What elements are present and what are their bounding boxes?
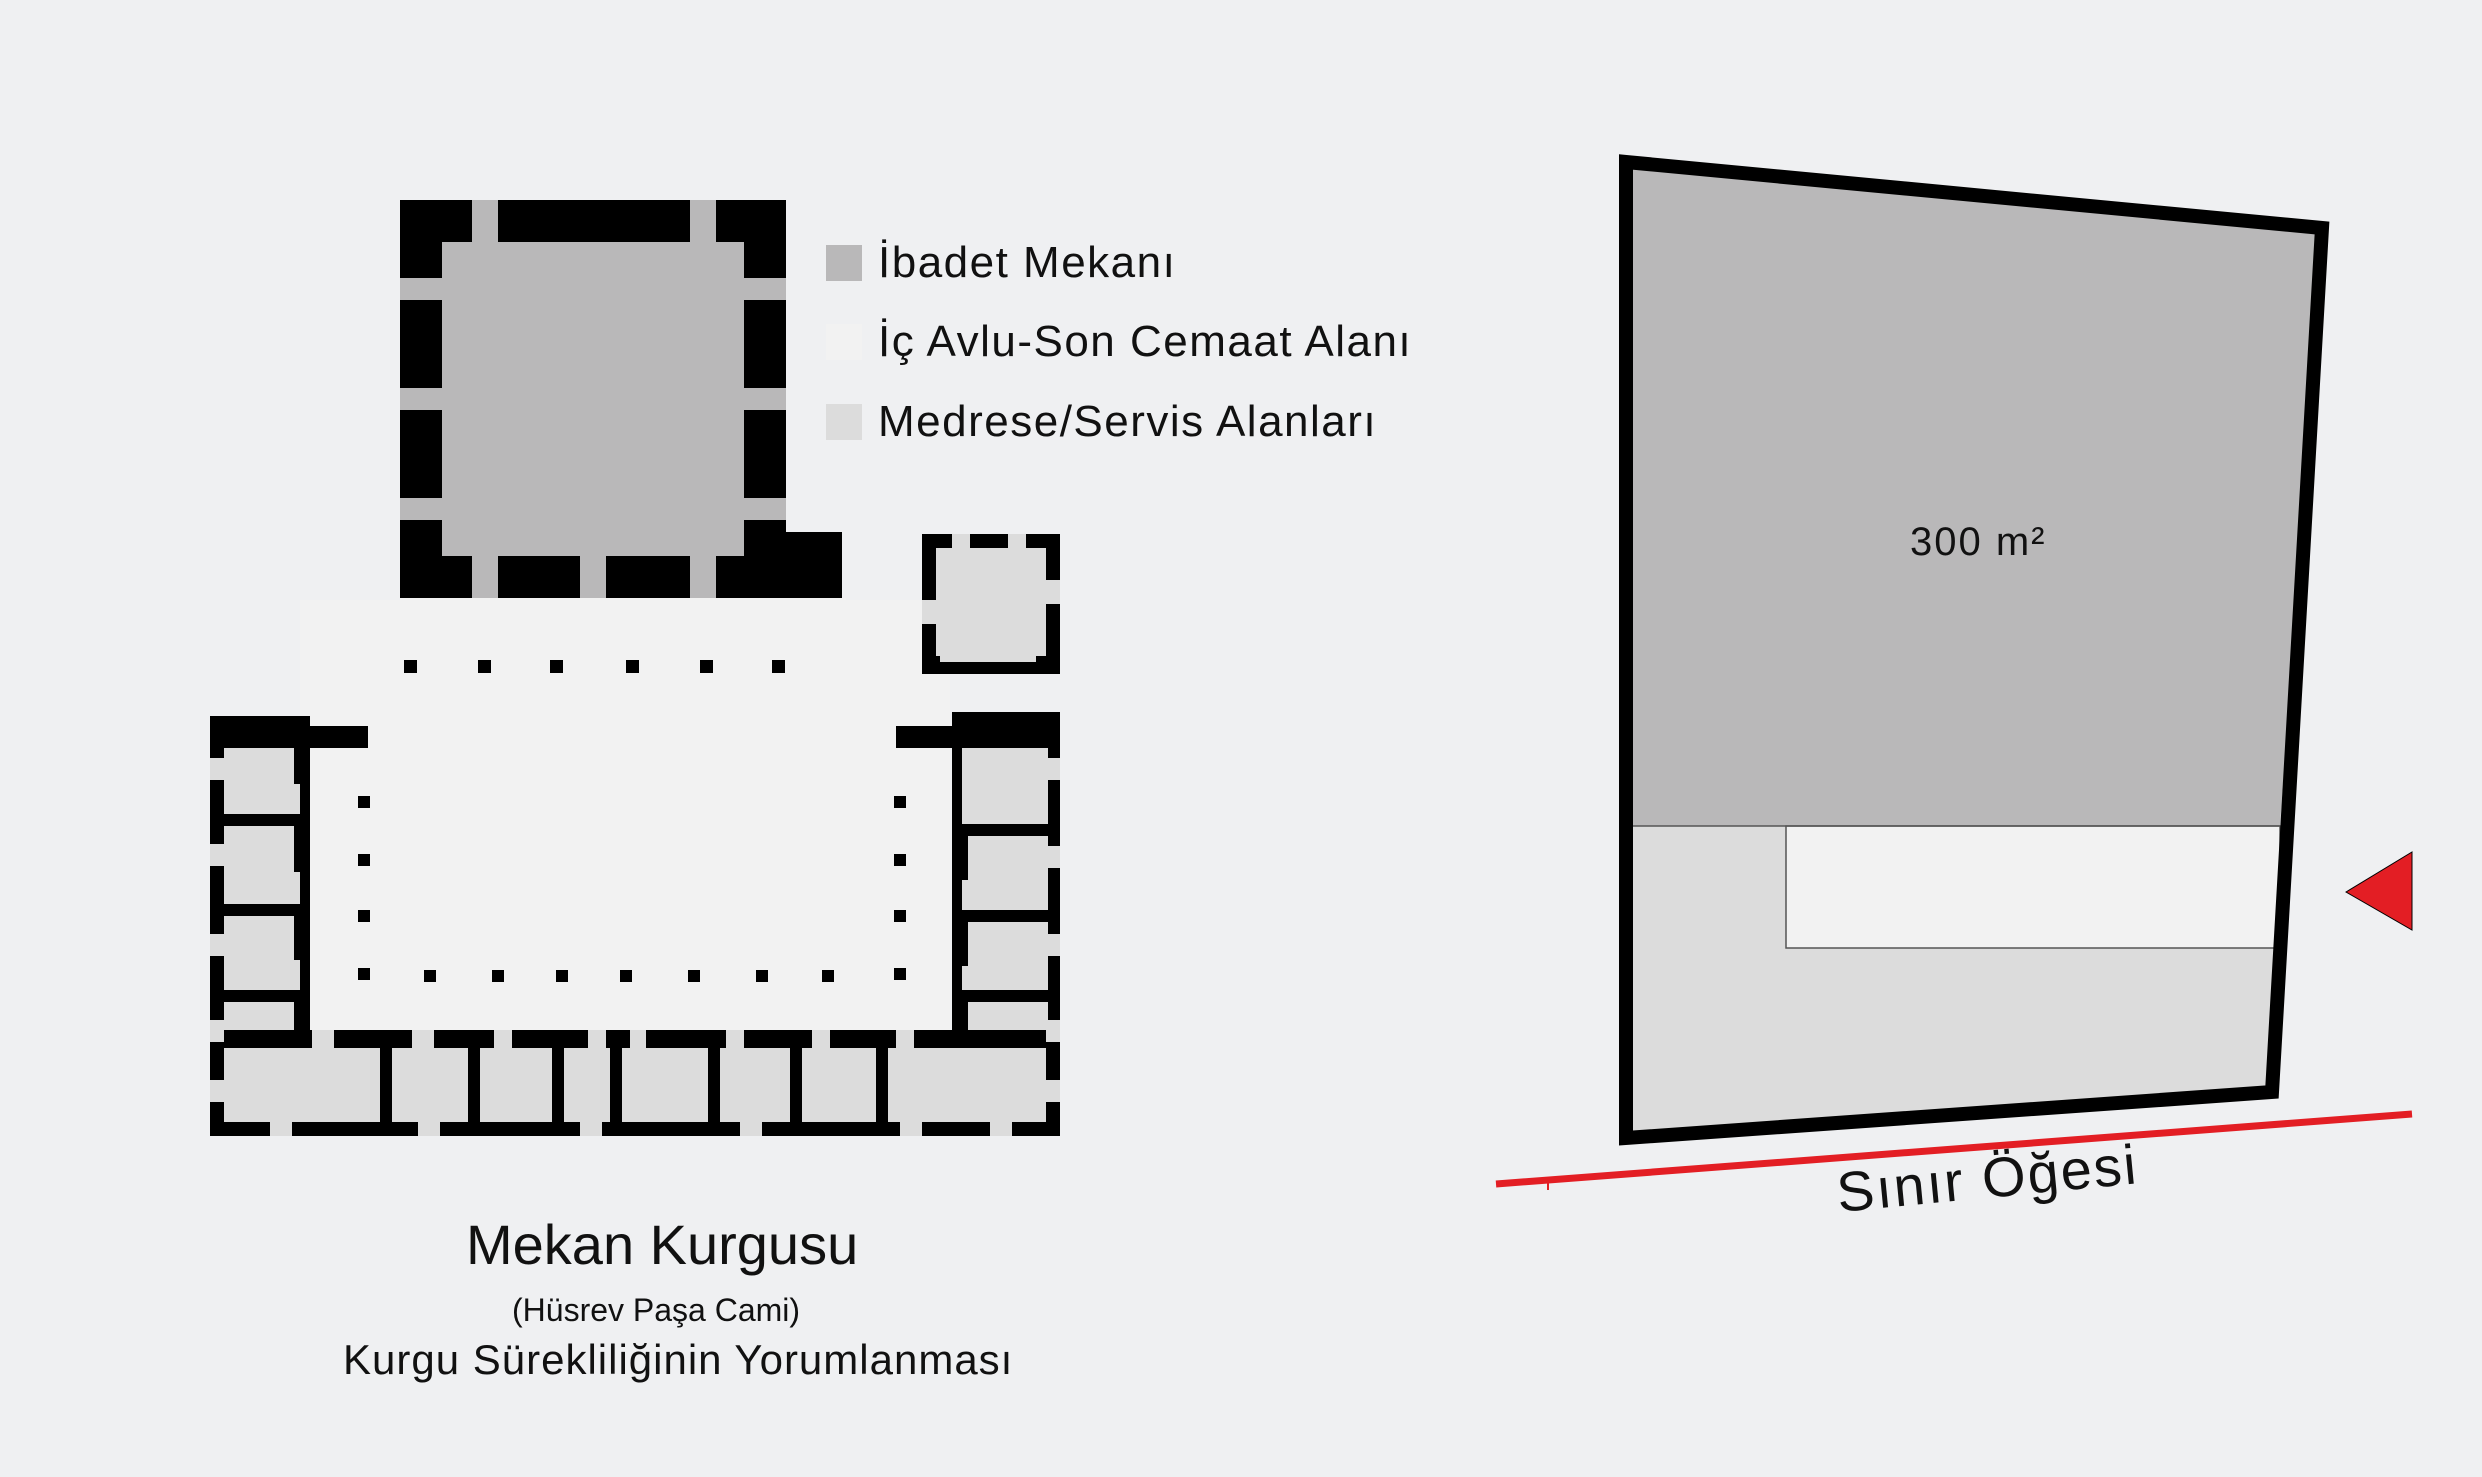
fountain-building	[922, 534, 1060, 674]
plan-title: Mekan Kurgusu	[466, 1213, 859, 1276]
entrance-arrow-icon	[2345, 851, 2413, 931]
worship-hall	[400, 200, 842, 598]
madrasa-block	[210, 712, 1060, 1136]
site-outline	[1619, 154, 2330, 1146]
area-label: 300 m²	[1910, 520, 2047, 564]
arcade-columns	[358, 796, 906, 982]
legend-label: İbadet Mekanı	[878, 238, 1177, 287]
plan-subtitle: (Hüsrev Paşa Cami)	[512, 1292, 801, 1328]
legend-label: Medrese/Servis Alanları	[878, 397, 1378, 446]
site-diagram	[1495, 154, 2413, 1190]
courtyard-swatch	[826, 324, 862, 360]
worship-zone	[1626, 162, 2322, 826]
boundary-line	[1495, 1110, 2413, 1188]
plan-caption: Kurgu Sürekliliğinin Yorumlanması	[343, 1336, 1014, 1383]
legend-item-courtyard: İç Avlu-Son Cemaat Alanı	[826, 317, 1412, 366]
worship-swatch	[826, 245, 862, 281]
portico-area	[400, 598, 846, 678]
courtyard-zone	[1785, 825, 2281, 949]
legend-item-worship: İbadet Mekanı	[826, 238, 1176, 287]
service-swatch	[826, 404, 862, 440]
legend-label: İç Avlu-Son Cemaat Alanı	[878, 317, 1413, 366]
legend-item-service: Medrese/Servis Alanları	[826, 397, 1377, 446]
portico-columns	[404, 660, 785, 673]
floor-plan	[210, 200, 1060, 1136]
